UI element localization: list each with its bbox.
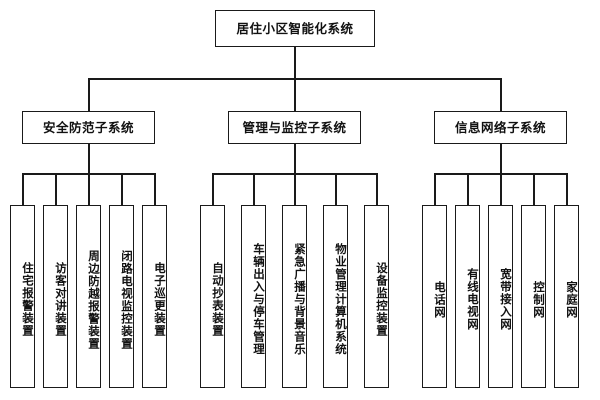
node-branch-security[interactable]: 安全防范子系统 (22, 111, 155, 144)
node-leaf-2-2-label: 宽带接入网 (499, 268, 513, 331)
edge-drop-leaf-2-4 (566, 173, 568, 205)
edge-drop-leaf-2-2 (500, 173, 502, 205)
node-leaf-2-4[interactable]: 家庭网 (554, 205, 579, 388)
node-leaf-1-1-label: 车辆出入与停车管理 (252, 243, 266, 356)
edge-drop-leaf-0-3 (121, 173, 123, 205)
edge-drop-leaf-1-4 (376, 173, 378, 205)
node-root-label: 居住小区智能化系统 (236, 20, 354, 36)
edge-drop-leaf-2-0 (434, 173, 436, 205)
node-branch-management-label: 管理与监控子系统 (242, 119, 347, 135)
node-leaf-1-3[interactable]: 物业管理计算机系统 (323, 205, 348, 388)
edge-drop-leaf-0-0 (22, 173, 24, 205)
node-branch-security-label: 安全防范子系统 (42, 119, 134, 135)
node-branch-management[interactable]: 管理与监控子系统 (228, 111, 361, 144)
node-leaf-0-2-label: 周边防越报警装置 (87, 249, 101, 350)
edge-drop-leaf-1-0 (212, 173, 214, 205)
node-leaf-0-3[interactable]: 闭路电视监控装置 (109, 205, 134, 388)
node-root[interactable]: 居住小区智能化系统 (215, 10, 375, 47)
edge-drop-branch-2 (500, 78, 502, 111)
node-leaf-1-3-label: 物业管理计算机系统 (334, 243, 348, 356)
edge-drop-leaf-0-2 (88, 173, 90, 205)
node-leaf-2-1-label: 有线电视网 (466, 268, 480, 331)
node-leaf-0-0-label: 住宅报警装置 (21, 262, 35, 337)
edge-stem-branch-0 (88, 144, 90, 173)
node-leaf-1-4-label: 设备监控装置 (375, 262, 389, 337)
node-leaf-2-3-label: 控制网 (532, 280, 546, 319)
edge-stem-branch-2 (500, 144, 502, 173)
node-leaf-0-2[interactable]: 周边防越报警装置 (76, 205, 101, 388)
edge-drop-leaf-2-1 (467, 173, 469, 205)
node-leaf-0-1[interactable]: 访客对讲装置 (43, 205, 68, 388)
node-leaf-0-4-label: 电子巡更装置 (153, 262, 167, 337)
node-branch-network-label: 信息网络子系统 (454, 119, 546, 135)
node-branch-network[interactable]: 信息网络子系统 (434, 111, 567, 144)
node-leaf-0-4[interactable]: 电子巡更装置 (142, 205, 167, 388)
edge-drop-leaf-1-2 (294, 173, 296, 205)
node-leaf-1-4[interactable]: 设备监控装置 (364, 205, 389, 388)
node-leaf-1-2[interactable]: 紧急广播与背景音乐 (282, 205, 307, 388)
edge-drop-branch-0 (88, 78, 90, 111)
node-leaf-1-0[interactable]: 自动抄表装置 (200, 205, 225, 388)
edge-drop-branch-1 (294, 78, 296, 111)
node-leaf-2-0[interactable]: 电话网 (422, 205, 447, 388)
node-leaf-0-0[interactable]: 住宅报警装置 (10, 205, 35, 388)
node-leaf-2-2[interactable]: 宽带接入网 (488, 205, 513, 388)
node-leaf-2-4-label: 家庭网 (565, 280, 579, 319)
node-leaf-1-1[interactable]: 车辆出入与停车管理 (241, 205, 266, 388)
edge-drop-leaf-1-3 (335, 173, 337, 205)
edge-drop-leaf-0-4 (154, 173, 156, 205)
node-leaf-1-0-label: 自动抄表装置 (211, 262, 225, 337)
edge-drop-leaf-2-3 (533, 173, 535, 205)
edge-drop-leaf-0-1 (55, 173, 57, 205)
edge-root-stem (294, 47, 296, 78)
node-leaf-0-1-label: 访客对讲装置 (54, 262, 68, 337)
node-leaf-2-1[interactable]: 有线电视网 (455, 205, 480, 388)
node-leaf-2-0-label: 电话网 (433, 280, 447, 319)
node-leaf-2-3[interactable]: 控制网 (521, 205, 546, 388)
node-leaf-0-3-label: 闭路电视监控装置 (120, 249, 134, 350)
edge-stem-branch-1 (294, 144, 296, 173)
edge-drop-leaf-1-1 (253, 173, 255, 205)
node-leaf-1-2-label: 紧急广播与背景音乐 (293, 243, 307, 356)
